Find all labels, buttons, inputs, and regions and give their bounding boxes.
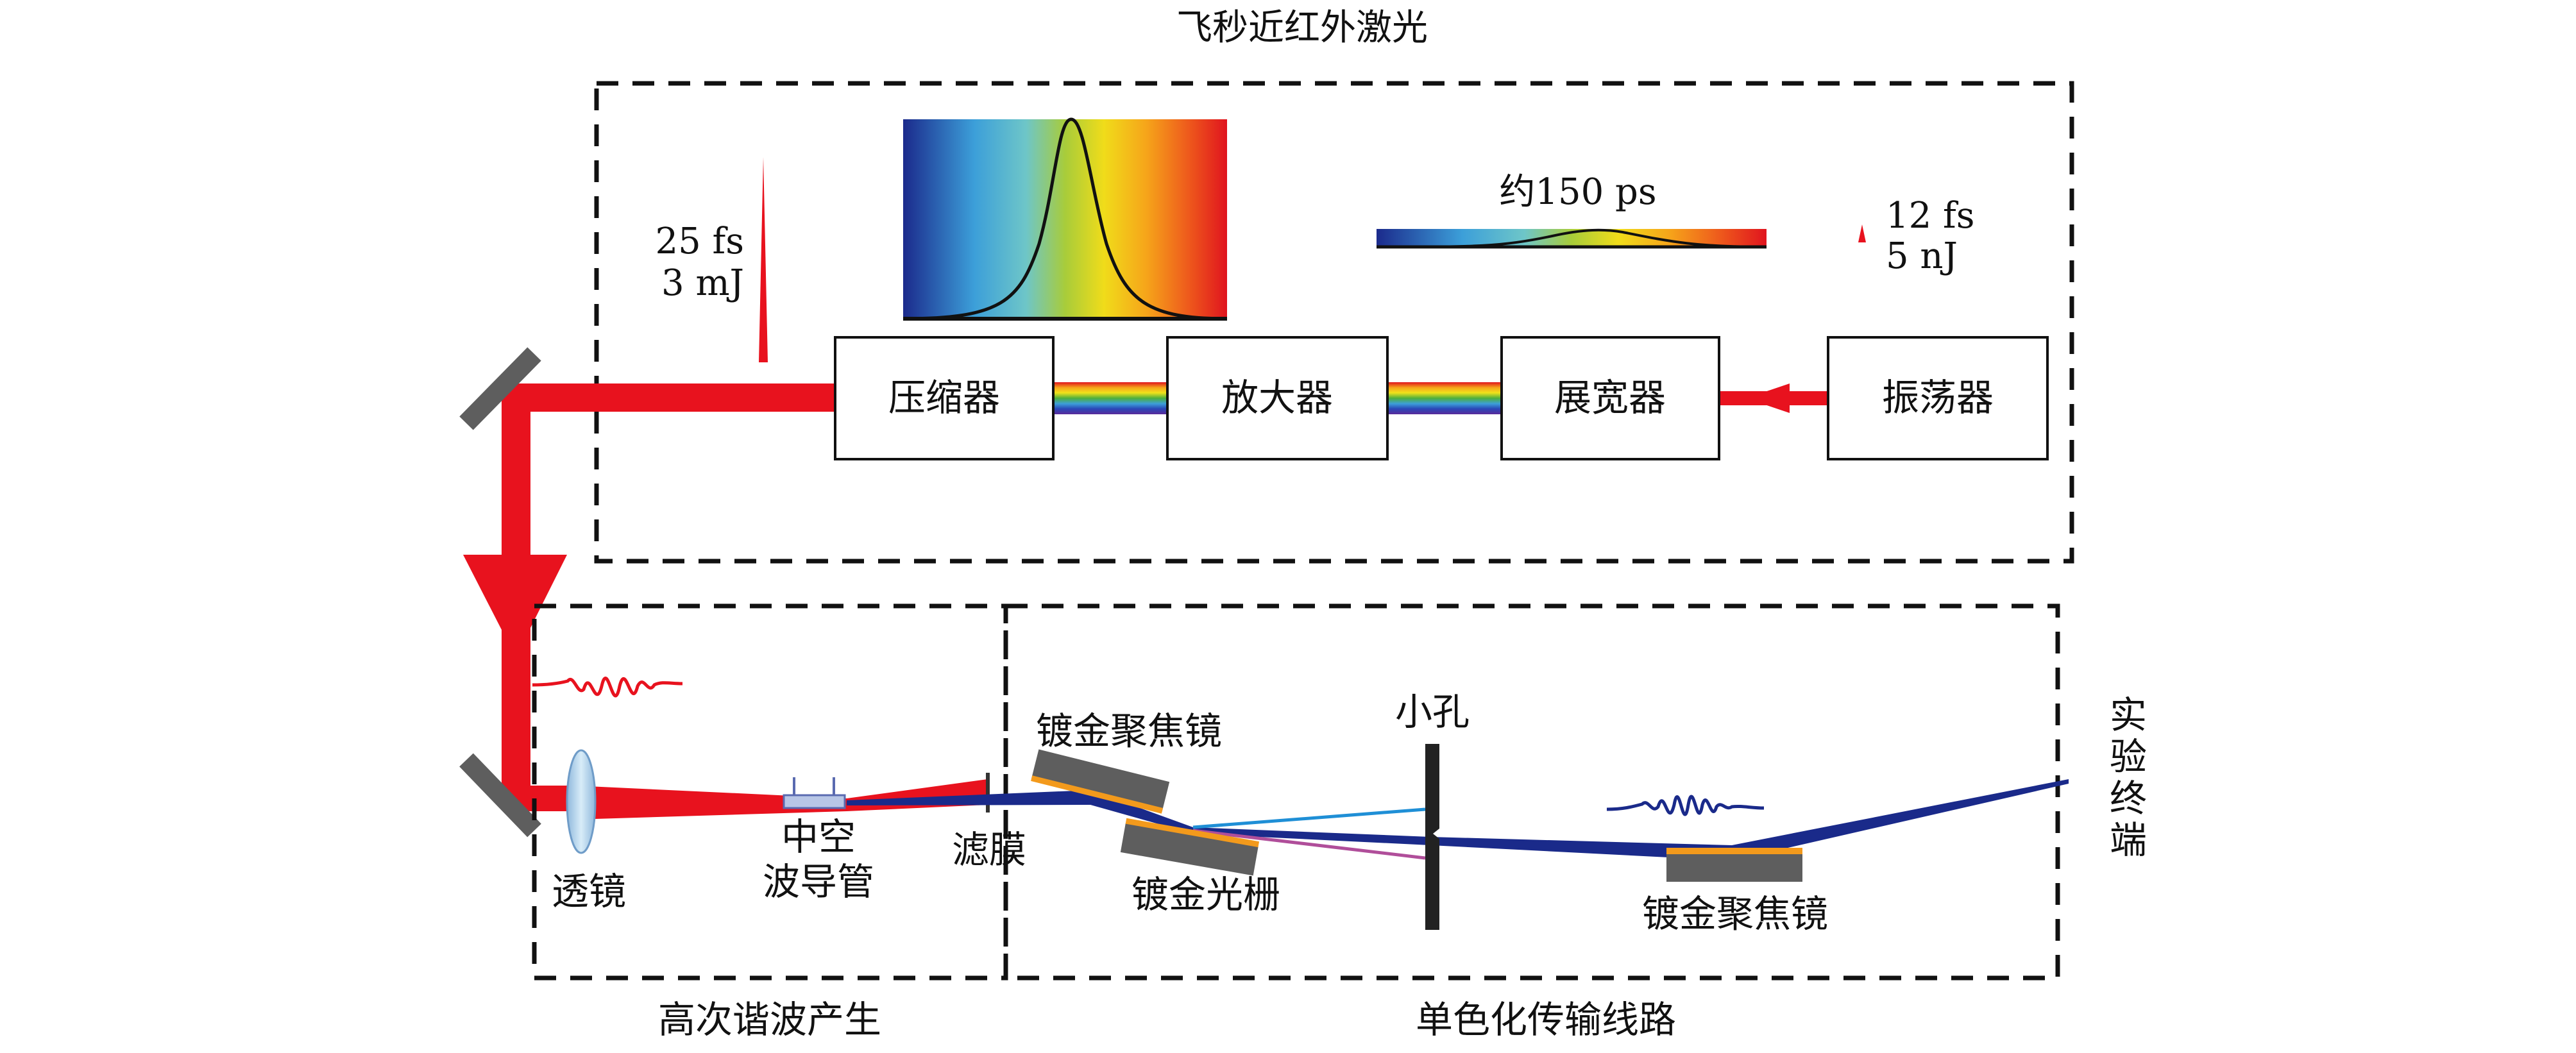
diffracted-order-blue: [1192, 807, 1426, 829]
beamline-section-frame: [1003, 603, 2060, 981]
lens-icon: [566, 749, 597, 854]
xuv-wave-packet-icon: [1606, 795, 1765, 816]
slit-icon: [1425, 744, 1439, 930]
endstation-char-3: 终: [2110, 777, 2147, 820]
beam-direction-arrow-icon: [463, 555, 567, 657]
endstation-label: 实 验 终 端: [2110, 693, 2147, 862]
output-pulse-energy: 3 mJ: [661, 262, 744, 304]
fiber-label-line1: 中空: [781, 815, 856, 859]
focused-ir-beam: [574, 779, 988, 820]
amplifier-box: [1166, 336, 1389, 460]
fiber-label-line2: 波导管: [763, 860, 874, 904]
output-pulse-duration: 25 fs: [655, 221, 744, 262]
beamline-section-title: 单色化传输线路: [1416, 998, 1676, 1041]
gold-mirror-2-icon: [1666, 848, 1802, 882]
stretched-pulse: 约150 ps: [1376, 171, 1767, 249]
filter-icon: [986, 773, 990, 813]
steering-mirror-1: [459, 347, 541, 430]
seed-arrow-icon: [1746, 383, 1790, 413]
compressor-label: 压缩器: [888, 376, 1000, 419]
endstation-char-1: 实: [2110, 693, 2147, 737]
main-red-beam-h: [502, 383, 835, 412]
output-pulse-icon: [759, 157, 768, 362]
endstation-char-2: 验: [2110, 735, 2147, 779]
filter-label: 滤膜: [952, 828, 1026, 872]
rainbow-beam-2: [1387, 382, 1502, 414]
stretched-pulse-label: 约150 ps: [1499, 171, 1656, 213]
hollow-core-fiber-icon: [783, 777, 846, 809]
rainbow-beam-1: [1053, 382, 1167, 414]
compressor-box: [834, 336, 1055, 460]
lens-label: 透镜: [552, 870, 626, 913]
diffracted-order-magenta: [1192, 829, 1426, 860]
gold-mirror-1-icon: [1031, 749, 1170, 814]
oscillator-label: 振荡器: [1882, 376, 1994, 419]
gold-mirror-1-label: 镀金聚焦镜: [1036, 709, 1222, 753]
seed-pulse-energy: 5 nJ: [1886, 235, 1958, 277]
laser-section-title: 飞秒近红外激光: [1176, 7, 1428, 49]
slit-label: 小孔: [1395, 690, 1470, 734]
steering-mirror-2: [459, 753, 541, 838]
hhg-section-title: 高次谐波产生: [658, 998, 881, 1041]
seed-pulse-duration: 12 fs: [1886, 195, 1975, 237]
gold-mirror-2-label: 镀金聚焦镜: [1642, 892, 1828, 936]
gold-grating-icon: [1120, 818, 1260, 876]
seed-pulse-icon: [1858, 224, 1866, 242]
oscillator-box: [1827, 336, 2049, 460]
laser-section-frame: [594, 81, 2074, 564]
xuv-beam: [847, 779, 2069, 861]
broadband-spectrum: [902, 117, 1228, 321]
endstation-char-4: 端: [2110, 818, 2147, 862]
amplifier-label: 放大器: [1221, 376, 1333, 419]
ir-wave-packet-icon: [532, 677, 683, 698]
stretcher-label: 展宽器: [1554, 376, 1666, 419]
stretcher-box: [1500, 336, 1720, 460]
gold-grating-label: 镀金光栅: [1131, 873, 1280, 916]
